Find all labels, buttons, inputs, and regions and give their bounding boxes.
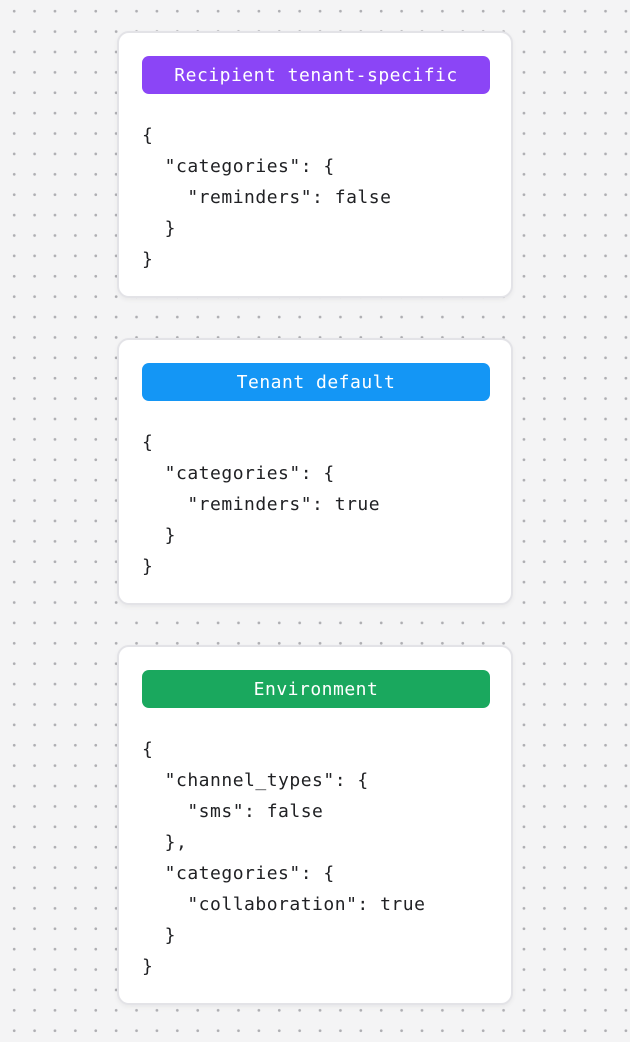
tenant-default-json: { "categories": { "reminders": true } } — [142, 432, 381, 577]
card-tenant-default: Tenant default { "categories": { "remind… — [117, 338, 513, 605]
card-recipient-tenant-specific: Recipient tenant-specific { "categories"… — [117, 31, 513, 298]
environment-json: { "channel_types": { "sms": false }, "ca… — [142, 739, 426, 977]
environment-badge: Environment — [142, 670, 490, 708]
tenant-default-badge: Tenant default — [142, 363, 490, 401]
card-environment: Environment { "channel_types": { "sms": … — [117, 645, 513, 1005]
preference-cards-stack: Recipient tenant-specific { "categories"… — [117, 31, 513, 1005]
recipient-tenant-specific-json: { "categories": { "reminders": false } } — [142, 125, 392, 270]
recipient-tenant-specific-badge: Recipient tenant-specific — [142, 56, 490, 94]
